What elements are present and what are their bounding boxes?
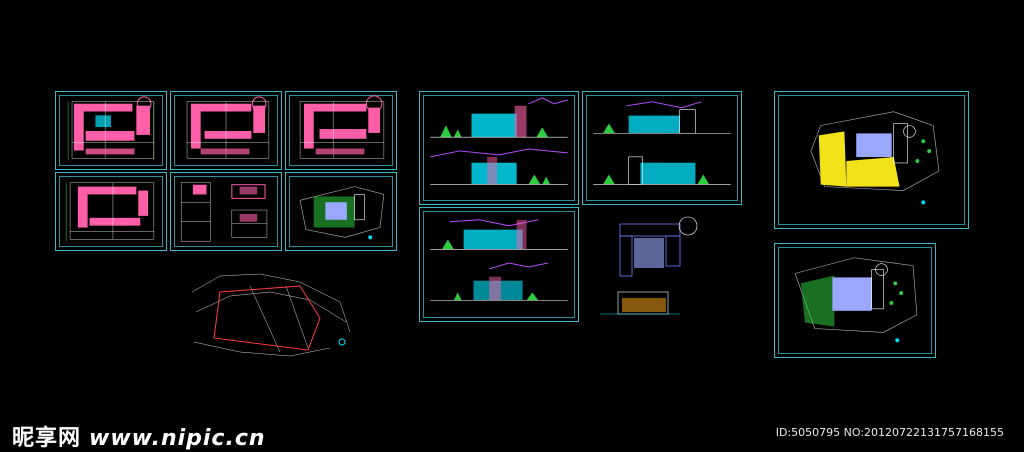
sheet-border <box>289 95 393 166</box>
sheet-border <box>778 247 932 354</box>
sheet-border <box>59 176 163 247</box>
master-plan-sheet-2[interactable] <box>774 243 936 358</box>
site-plan-drawing <box>299 186 385 240</box>
elevation-sheet-1[interactable] <box>419 91 579 205</box>
master-plan-sheet-1[interactable] <box>774 91 969 229</box>
elevation-drawing <box>593 101 731 185</box>
elevation-sheet-3[interactable] <box>419 207 579 322</box>
brand-text: 昵享网 <box>12 426 82 451</box>
floor-plan-drawing <box>180 182 268 242</box>
floor-plan-sheet-2[interactable] <box>170 91 282 170</box>
sheet-border <box>423 211 575 318</box>
detail-plan-sheet[interactable] <box>170 172 282 251</box>
site-plan-drawing <box>191 273 351 357</box>
sheet-border <box>586 95 738 201</box>
floor-plan-drawing <box>299 95 385 159</box>
floor-plan-drawing <box>67 96 155 161</box>
elevation-drawing <box>430 97 568 185</box>
sheet-border <box>174 95 278 166</box>
sheet-border <box>289 176 393 247</box>
floor-plan-sheet-4[interactable] <box>55 172 167 251</box>
sheet-border <box>174 176 278 247</box>
site-plan-sheet-small[interactable] <box>285 172 397 251</box>
sheet-border <box>59 95 163 166</box>
elevation-drawing <box>430 219 568 301</box>
floor-plan-drawing <box>65 182 155 242</box>
survey-drawing[interactable] <box>190 272 356 366</box>
site-plan-drawing <box>794 257 918 343</box>
section-drawing[interactable] <box>600 214 710 324</box>
elevation-sheet-2[interactable] <box>582 91 742 205</box>
site-url[interactable]: www.nipic.cn <box>89 426 266 451</box>
floor-plan-sheet-1[interactable] <box>55 91 167 170</box>
floor-plan-sheet-3[interactable] <box>285 91 397 170</box>
sheet-border <box>423 95 575 201</box>
image-id: ID:5050795 NO:20120722131757168155 <box>775 426 1004 439</box>
section-drawing <box>600 216 698 315</box>
floor-plan-drawing <box>186 96 270 159</box>
watermark-brand: 昵享网 www.nipic.cn <box>12 420 266 452</box>
site-plan-drawing <box>810 111 940 205</box>
sheet-border <box>778 95 965 225</box>
